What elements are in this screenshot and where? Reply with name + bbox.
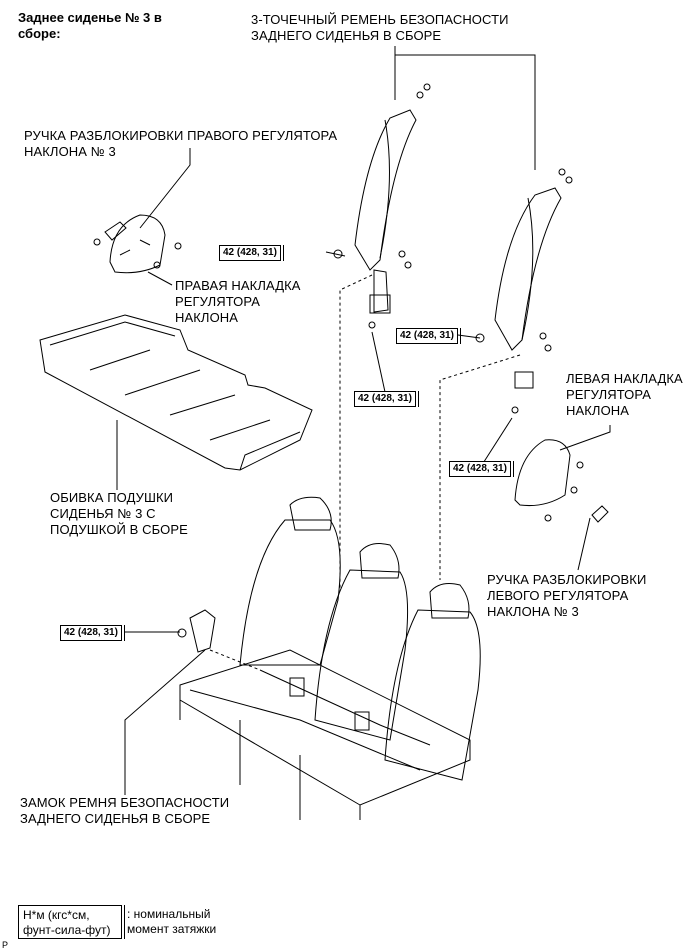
torque-callout: 42 (428, 31) <box>354 391 419 407</box>
leader-belt <box>394 46 536 170</box>
leader-right-cover <box>147 271 173 286</box>
corner-mark: P <box>2 940 9 950</box>
legend-description: : номинальный момент затяжки <box>127 907 217 936</box>
leader-left-cover <box>559 425 611 451</box>
label-right-recliner-cover: ПРАВАЯ НАКЛАДКА РЕГУЛЯТОРА НАКЛОНА <box>175 278 301 325</box>
label-left-recliner-cover: ЛЕВАЯ НАКЛАДКА РЕГУЛЯТОРА НАКЛОНА <box>566 371 683 418</box>
leader-right-handle <box>139 148 191 229</box>
torque-callout: 42 (428, 31) <box>60 625 125 641</box>
torque-callout: 42 (428, 31) <box>449 461 514 477</box>
torque-callout: 42 (428, 31) <box>219 245 284 261</box>
legend-units-box: Н*м (кгс*см, фунт-сила-фут) <box>18 905 125 939</box>
label-3pt-belt: 3-ТОЧЕЧНЫЙ РЕМЕНЬ БЕЗОПАСНОСТИ ЗАДНЕГО С… <box>251 12 509 43</box>
label-cushion-cover: ОБИВКА ПОДУШКИ СИДЕНЬЯ № 3 С ПОДУШКОЙ В … <box>50 490 188 537</box>
label-belt-buckle: ЗАМОК РЕМНЯ БЕЗОПАСНОСТИ ЗАДНЕГО СИДЕНЬЯ… <box>20 795 230 826</box>
diagram-title: Заднее сиденье № 3 в сборе: <box>18 10 162 41</box>
leader-left-handle <box>577 517 591 571</box>
label-left-release-handle: РУЧКА РАЗБЛОКИРОВКИ ЛЕВОГО РЕГУЛЯТОРА НА… <box>487 572 647 619</box>
leader-buckle <box>124 649 206 795</box>
label-right-release-handle: РУЧКА РАЗБЛОКИРОВКИ ПРАВОГО РЕГУЛЯТОРА Н… <box>24 128 338 159</box>
torque-callout: 42 (428, 31) <box>396 328 461 344</box>
